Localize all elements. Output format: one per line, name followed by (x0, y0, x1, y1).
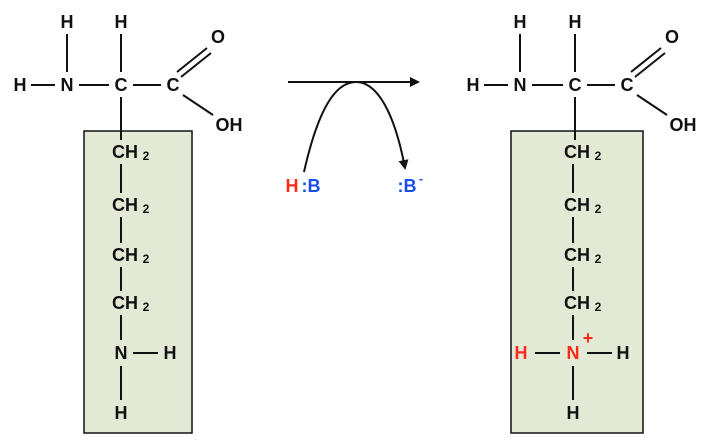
atom-h: H (567, 403, 580, 423)
subscript: 2 (143, 252, 150, 266)
hydroxyl-group: OH (216, 115, 243, 135)
ch2-group: CH 2 (564, 195, 602, 216)
atom-c: C (569, 75, 582, 95)
curved-arrow (303, 80, 409, 173)
atom-h: H (467, 75, 480, 95)
ch2-group: CH 2 (564, 293, 602, 314)
ch2-group: CH 2 (564, 245, 602, 266)
ch-label: CH (112, 293, 138, 313)
ch-label: CH (112, 245, 138, 265)
ch-label: CH (564, 142, 590, 162)
atom-h: H (115, 403, 128, 423)
subscript: 2 (143, 300, 150, 314)
reactant-lysine: H H H N C C O OH CH 2 CH 2 CH 2 CH 2 N H H (14, 12, 243, 434)
product-lysine: H H H N C C O OH CH 2 CH 2 CH 2 CH 2 N + H H… (467, 12, 697, 434)
ch2-group: CH 2 (112, 142, 150, 163)
acid-b: :B (302, 176, 321, 196)
ch2-group: CH 2 (112, 245, 150, 266)
side-chain-box (83, 130, 193, 434)
hydroxyl-group: OH (670, 115, 697, 135)
ch-label: CH (112, 195, 138, 215)
atom-c: C (167, 75, 180, 95)
atom-h-new: H (515, 343, 528, 363)
ch2-group: CH 2 (112, 195, 150, 216)
ch-label: CH (112, 142, 138, 162)
atom-n: N (61, 75, 74, 95)
conjugate-base: :B - (398, 172, 424, 196)
ch-label: CH (564, 293, 590, 313)
ch-label: CH (564, 245, 590, 265)
atom-h: H (61, 12, 74, 32)
ch2-group: CH 2 (112, 293, 150, 314)
side-chain-box (510, 130, 644, 434)
reaction-arrow: H :B :B - (286, 77, 424, 196)
acid-h: H (286, 176, 299, 196)
subscript: 2 (143, 149, 150, 163)
subscript: 2 (595, 300, 602, 314)
atom-h: H (569, 12, 582, 32)
acid-hb: H :B (286, 176, 321, 196)
subscript: 2 (143, 202, 150, 216)
atom-h: H (115, 12, 128, 32)
base-b: :B (398, 176, 417, 196)
ch-label: CH (564, 195, 590, 215)
atom-c: C (115, 75, 128, 95)
subscript: 2 (595, 252, 602, 266)
atom-n: N (514, 75, 527, 95)
atom-h: H (164, 343, 177, 363)
atom-n-plus: N (567, 343, 580, 363)
atom-c: C (621, 75, 634, 95)
base-charge: - (419, 172, 423, 186)
atom-h: H (14, 75, 27, 95)
positive-charge: + (583, 328, 594, 348)
atom-o: O (211, 27, 225, 47)
ch2-group: CH 2 (564, 142, 602, 163)
atom-n: N (115, 343, 128, 363)
atom-h: H (617, 343, 630, 363)
subscript: 2 (595, 149, 602, 163)
subscript: 2 (595, 202, 602, 216)
atom-o: O (665, 27, 679, 47)
atom-h: H (514, 12, 527, 32)
